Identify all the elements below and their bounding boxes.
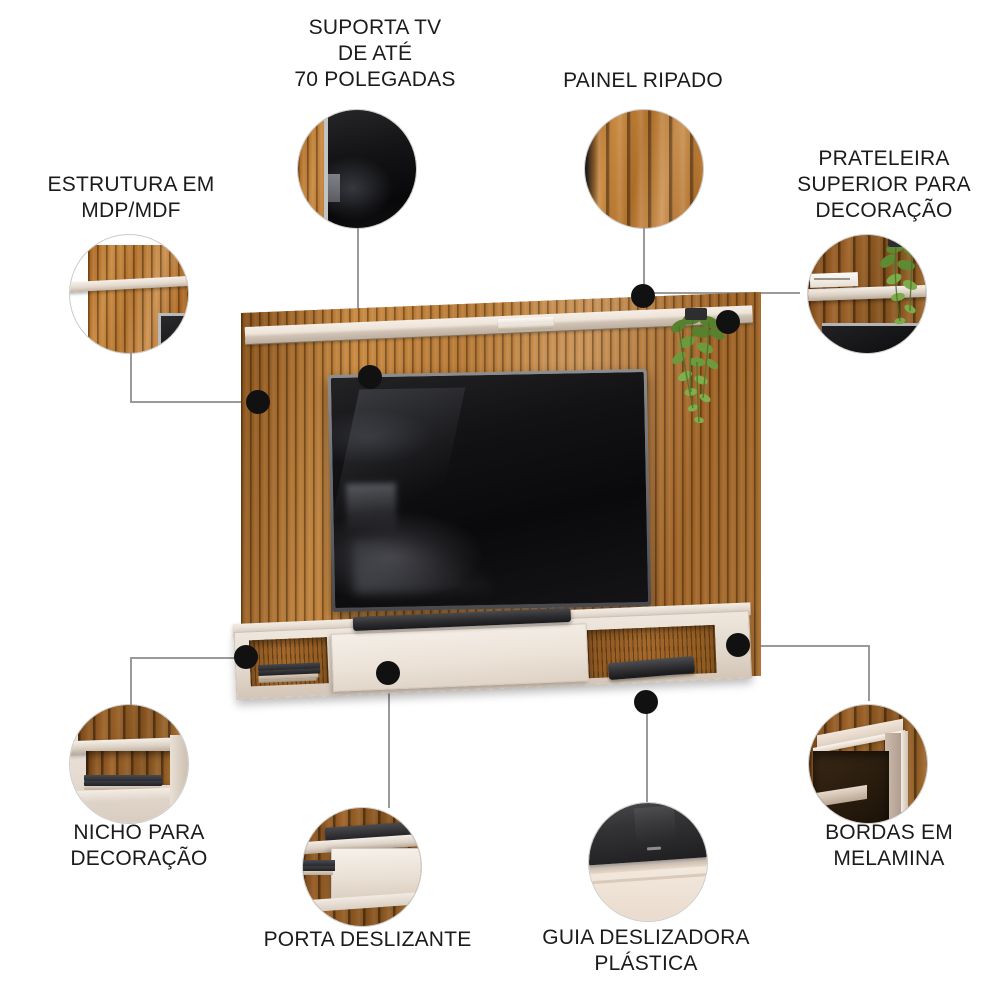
callout-bubble-prateleira[interactable] bbox=[808, 235, 926, 353]
callout-label-porta-deslizante: PORTA DESLIZANTE bbox=[263, 928, 472, 951]
callout-bubble-porta-deslizante[interactable] bbox=[303, 808, 421, 926]
bottom-cabinet bbox=[232, 602, 755, 712]
callout-dot-guia-deslizadora[interactable] bbox=[634, 690, 658, 714]
callout-dot-painel-ripado[interactable] bbox=[631, 284, 655, 308]
callout-label-suporta-tv: SUPORTA TV DE ATÉ 70 POLEGADAS bbox=[294, 16, 456, 91]
callout-bubble-bordas-melamina[interactable] bbox=[809, 705, 927, 823]
connector-prateleira-h bbox=[652, 292, 800, 294]
callout-label-nicho: NICHO PARA DECORAÇÃO bbox=[70, 821, 208, 870]
callout-label-guia-deslizadora: GUIA DESLIZADORA PLÁSTICA bbox=[542, 926, 750, 975]
callout-label-painel-ripado: PAINEL RIPADO bbox=[563, 69, 723, 92]
connector-porta-v bbox=[388, 682, 390, 808]
connector-estrutura-v bbox=[130, 330, 132, 402]
callout-label-bordas-melamina: BORDAS EM MELAMINA bbox=[825, 821, 953, 870]
shelf-books bbox=[497, 316, 555, 332]
niche-books bbox=[257, 662, 321, 684]
connector-guia-v bbox=[646, 702, 648, 802]
callout-label-estrutura: ESTRUTURA EM MDP/MDF bbox=[47, 173, 215, 222]
sliding-door bbox=[330, 623, 589, 692]
connector-bordas-v bbox=[868, 645, 870, 701]
tv-screen-glare-spot bbox=[345, 482, 397, 535]
callout-bubble-estrutura[interactable] bbox=[70, 235, 188, 353]
callout-bubble-nicho[interactable] bbox=[70, 705, 188, 823]
television bbox=[327, 368, 652, 613]
tv-screen-glare-lower bbox=[352, 535, 492, 594]
product-image bbox=[232, 284, 763, 714]
callout-dot-prateleira[interactable] bbox=[716, 310, 740, 334]
nicho-books bbox=[84, 775, 162, 793]
callout-dot-porta-deslizante[interactable] bbox=[376, 661, 400, 685]
connector-nicho-h bbox=[130, 657, 246, 659]
connector-bordas-h bbox=[738, 645, 870, 647]
callout-dot-nicho[interactable] bbox=[234, 645, 258, 669]
callout-bubble-guia-deslizadora[interactable] bbox=[589, 803, 707, 921]
connector-estrutura-h bbox=[130, 401, 258, 403]
callout-dot-suporta-tv[interactable] bbox=[358, 365, 382, 389]
callout-dot-bordas-melamina[interactable] bbox=[726, 633, 750, 657]
callout-dot-estrutura[interactable] bbox=[246, 390, 270, 414]
connector-suporta-tv-v bbox=[357, 228, 359, 310]
tv-screen bbox=[330, 372, 649, 608]
connector-nicho-v bbox=[130, 657, 132, 737]
connector-painel-ripado-v bbox=[643, 228, 645, 296]
callout-label-prateleira-superior: PRATELEIRA SUPERIOR PARA DECORAÇÃO bbox=[797, 147, 971, 222]
callout-bubble-painel-ripado[interactable] bbox=[585, 110, 703, 228]
callout-bubble-suporta-tv[interactable] bbox=[298, 110, 416, 228]
